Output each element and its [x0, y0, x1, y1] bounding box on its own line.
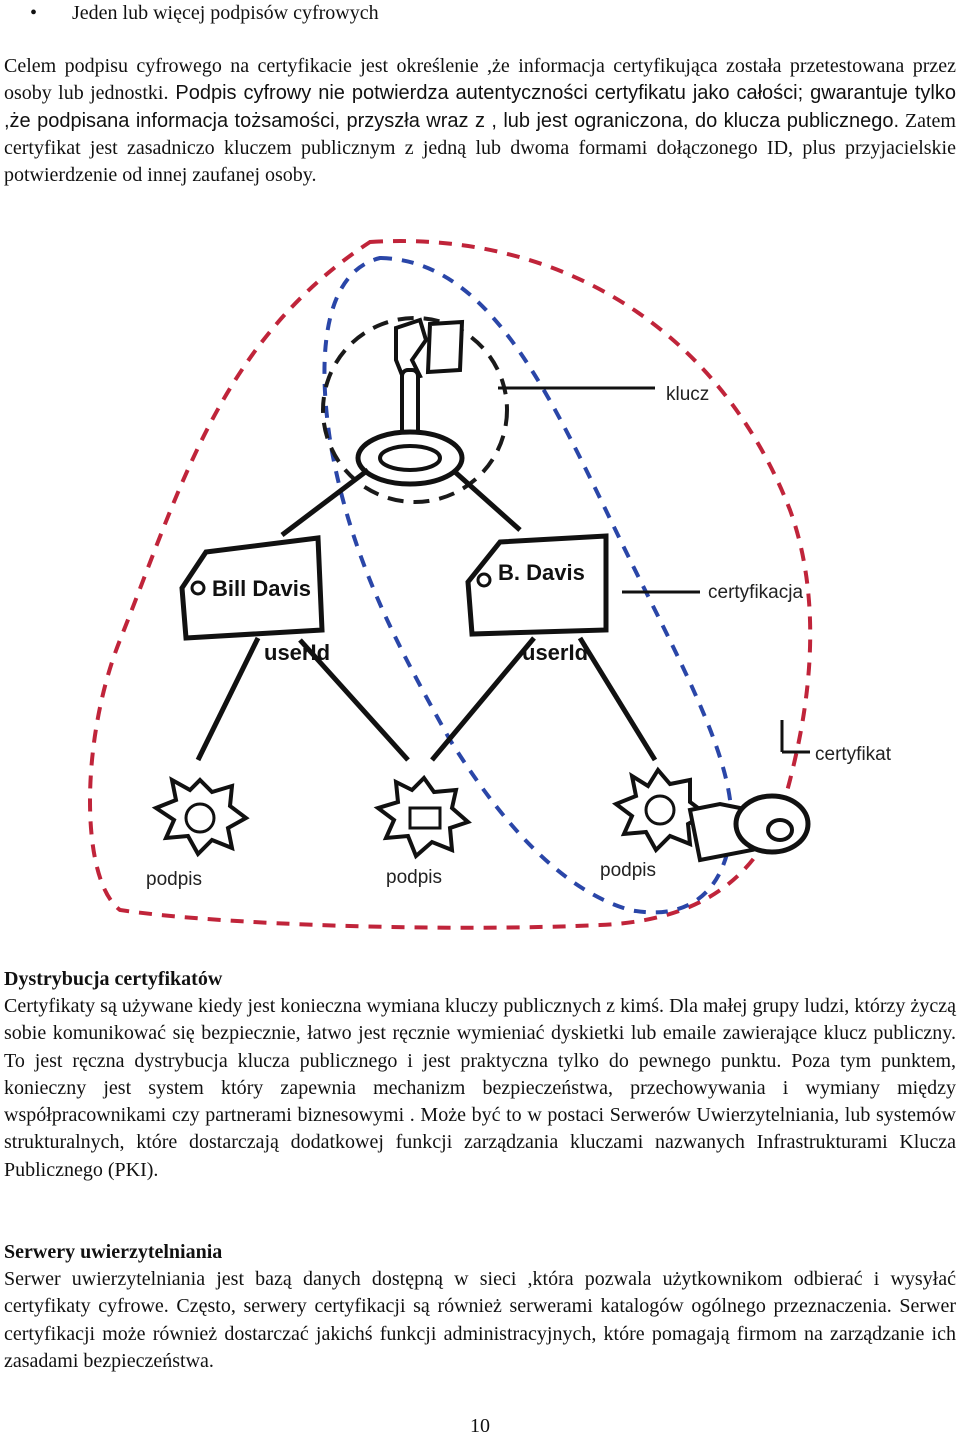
label-podpis-left: podpis: [146, 869, 202, 890]
label-certyfikacja: certyfikacja: [708, 582, 803, 603]
connection-lines: [195, 468, 658, 762]
bullet-item: • Jeden lub więcej podpisów cyfrowych: [30, 0, 379, 26]
signature-seal-left-icon: [151, 776, 250, 858]
bullet-symbol: •: [30, 2, 38, 24]
section-text-servers: Serwer uwierzytelniania jest bazą danych…: [4, 1268, 956, 1372]
intro-sentence-2: Podpis cyfrowy nie potwierdza autentyczn…: [4, 82, 956, 132]
section-heading-servers: Serwery uwierzytelniania: [4, 1241, 223, 1263]
userid-label-left: userId: [264, 640, 330, 665]
section-heading-distribution: Dystrybucja certyfikatów: [4, 968, 223, 990]
certification-boundary-blue: [322, 255, 734, 915]
userid-tag-right: B. Davis userId: [465, 533, 609, 665]
label-klucz: klucz: [666, 384, 709, 405]
certificate-boundary-red: [88, 239, 813, 930]
intro-paragraph: Celem podpisu cyfrowego na certyfikacie …: [4, 53, 956, 189]
certificate-diagram: Bill Davis userId B. Davis userId klucz …: [88, 239, 892, 930]
label-podpis-mid: podpis: [386, 867, 442, 888]
certificate-icon: [687, 793, 811, 863]
bullet-text: Jeden lub więcej podpisów cyfrowych: [72, 2, 379, 24]
section-text-distribution: Certyfikaty są używane kiedy jest koniec…: [4, 995, 956, 1181]
signature-seal-mid-icon: [373, 774, 472, 860]
intro-sentence-3: Zatem certyfikat jest zasadniczo kluczem…: [4, 109, 956, 187]
tag-name-right: B. Davis: [498, 560, 585, 585]
callout-lines: [498, 386, 810, 754]
page-number: 10: [470, 1415, 490, 1437]
key-icon: [355, 317, 465, 487]
signature-seal-right-icon: [611, 766, 710, 854]
intro-sentence-1: Celem podpisu cyfrowego na certyfikacie …: [4, 55, 956, 105]
tag-name-left: Bill Davis: [212, 576, 311, 601]
label-podpis-right: podpis: [600, 860, 656, 881]
userid-label-right: userId: [522, 640, 588, 665]
userid-tag-left: Bill Davis userId: [179, 535, 330, 665]
key-circle: [321, 316, 509, 504]
label-certyfikat: certyfikat: [815, 744, 892, 765]
